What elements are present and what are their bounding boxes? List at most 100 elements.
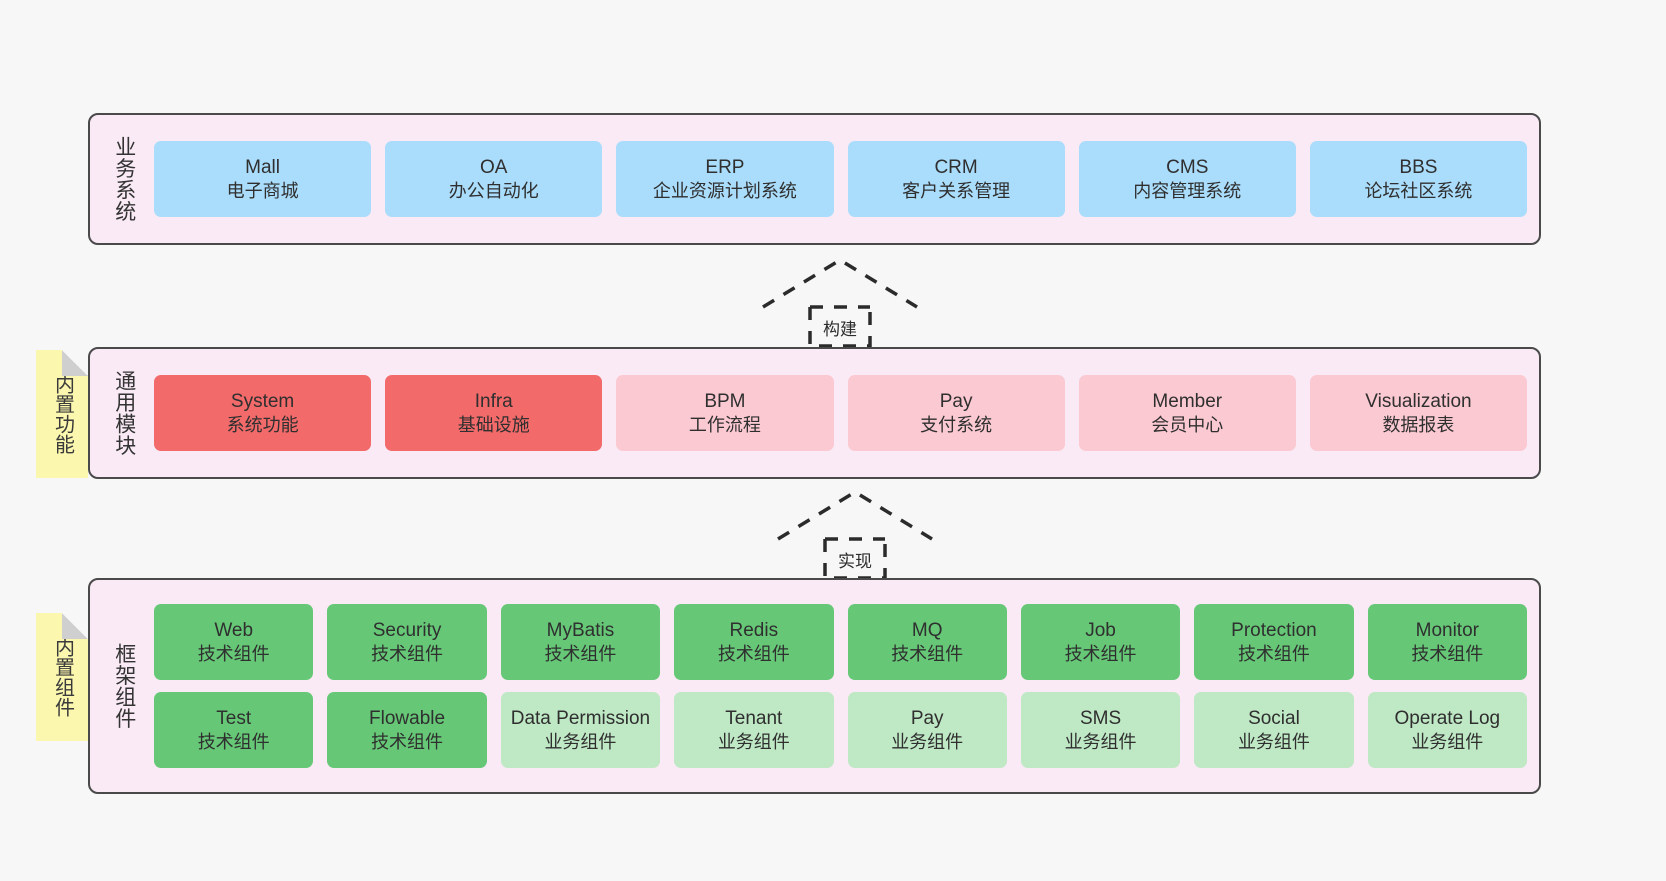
card-test[interactable]: Test 技术组件 (154, 692, 314, 768)
layer-body-modules: System 系统功能 Infra 基础设施 BPM 工作流程 Pay 支付系统… (146, 359, 1528, 467)
card-title: Security (372, 619, 442, 641)
card-subtitle: 电子商城 (226, 180, 299, 201)
sticky-note-label: 内置功能 (51, 374, 74, 454)
card-title: Member (1152, 390, 1223, 412)
card-erp[interactable]: ERP 企业资源计划系统 (616, 141, 834, 217)
card-subtitle: 业务组件 (1064, 731, 1137, 752)
card-subtitle: 工作流程 (688, 414, 761, 435)
card-crm[interactable]: CRM 客户关系管理 (847, 141, 1065, 217)
layer-framework-components: 框架组件 Web 技术组件 Security 技术组件 MyBatis 技术组件… (88, 578, 1541, 794)
card-mybatis[interactable]: MyBatis 技术组件 (500, 604, 661, 680)
sticky-note-builtin-features: 内置功能 (36, 350, 88, 478)
card-title: Redis (729, 619, 779, 641)
card-title: Monitor (1415, 619, 1479, 641)
business-systems-row: Mall 电子商城 OA 办公自动化 ERP 企业资源计划系统 CRM 客户关系… (154, 141, 1528, 217)
card-subtitle: 技术组件 (197, 643, 270, 664)
card-oa[interactable]: OA 办公自动化 (385, 141, 603, 217)
card-subtitle: 论坛社区系统 (1364, 180, 1473, 201)
card-title: CRM (934, 156, 978, 178)
layer-title-modules: 通用模块 (112, 370, 136, 456)
card-mq[interactable]: MQ 技术组件 (847, 604, 1007, 680)
card-subtitle: 业务组件 (1411, 731, 1484, 752)
card-title: Job (1085, 619, 1116, 641)
layer-title-business: 业务系统 (112, 136, 136, 222)
card-subtitle: 技术组件 (891, 643, 964, 664)
card-bpm[interactable]: BPM 工作流程 (616, 375, 834, 451)
card-subtitle: 企业资源计划系统 (652, 180, 797, 201)
card-infra[interactable]: Infra 基础设施 (385, 375, 603, 451)
card-title: Flowable (369, 707, 446, 729)
card-subtitle: 办公自动化 (448, 180, 539, 201)
layer-body-framework: Web 技术组件 Security 技术组件 MyBatis 技术组件 Redi… (146, 590, 1527, 782)
card-title: Operate Log (1394, 707, 1501, 729)
card-subtitle: 技术组件 (717, 643, 790, 664)
card-tenant[interactable]: Tenant 业务组件 (674, 692, 834, 768)
card-subtitle: 业务组件 (891, 731, 964, 752)
card-subtitle: 客户关系管理 (902, 180, 1011, 201)
card-mall[interactable]: Mall 电子商城 (154, 141, 372, 217)
card-system[interactable]: System 系统功能 (154, 375, 372, 451)
card-subtitle: 内容管理系统 (1133, 180, 1242, 201)
card-title: Web (214, 619, 254, 641)
common-modules-row: System 系统功能 Infra 基础设施 BPM 工作流程 Pay 支付系统… (154, 375, 1528, 451)
card-title: MQ (911, 619, 943, 641)
card-title: Test (216, 707, 252, 729)
connector-build: 构建 (755, 252, 925, 348)
card-subtitle: 技术组件 (371, 731, 444, 752)
card-subtitle: 技术组件 (1237, 643, 1310, 664)
layer-body-business: Mall 电子商城 OA 办公自动化 ERP 企业资源计划系统 CRM 客户关系… (146, 125, 1528, 233)
sticky-note-builtin-components: 内置组件 (36, 613, 88, 741)
card-cms[interactable]: CMS 内容管理系统 (1078, 141, 1296, 217)
connector-implement: 实现 (770, 484, 940, 580)
card-visualization[interactable]: Visualization 数据报表 (1309, 375, 1528, 451)
connector-build-label: 构建 (823, 320, 857, 339)
layer-common-modules: 通用模块 System 系统功能 Infra 基础设施 BPM 工作流程 Pay… (88, 347, 1541, 479)
card-web[interactable]: Web 技术组件 (154, 604, 314, 680)
card-title: Visualization (1365, 390, 1472, 412)
card-subtitle: 业务组件 (1237, 731, 1310, 752)
card-data-permission[interactable]: Data Permission 业务组件 (500, 692, 661, 768)
card-operate-log[interactable]: Operate Log 业务组件 (1367, 692, 1527, 768)
card-subtitle: 业务组件 (717, 731, 790, 752)
card-title: Pay (910, 707, 944, 729)
card-title: SMS (1079, 707, 1122, 729)
card-title: ERP (705, 156, 745, 178)
card-title: BPM (704, 390, 746, 412)
card-subtitle: 业务组件 (544, 731, 617, 752)
card-title: System (230, 390, 295, 412)
card-subtitle: 会员中心 (1151, 414, 1224, 435)
card-member[interactable]: Member 会员中心 (1078, 375, 1296, 451)
card-protection[interactable]: Protection 技术组件 (1194, 604, 1354, 680)
card-social[interactable]: Social 业务组件 (1194, 692, 1354, 768)
card-pay-component[interactable]: Pay 业务组件 (847, 692, 1007, 768)
card-title: MyBatis (546, 619, 615, 641)
card-subtitle: 技术组件 (197, 731, 270, 752)
card-subtitle: 技术组件 (544, 643, 617, 664)
card-security[interactable]: Security 技术组件 (327, 604, 487, 680)
card-pay-module[interactable]: Pay 支付系统 (847, 375, 1065, 451)
card-subtitle: 技术组件 (1064, 643, 1137, 664)
card-subtitle: 数据报表 (1382, 414, 1455, 435)
card-bbs[interactable]: BBS 论坛社区系统 (1309, 141, 1528, 217)
connector-implement-label: 实现 (838, 552, 872, 571)
card-subtitle: 技术组件 (1411, 643, 1484, 664)
card-title: Tenant (725, 707, 783, 729)
card-subtitle: 系统功能 (226, 414, 299, 435)
framework-business-components-row: Test 技术组件 Flowable 技术组件 Data Permission … (154, 692, 1527, 768)
card-monitor[interactable]: Monitor 技术组件 (1367, 604, 1527, 680)
generalization-arrow-icon (777, 489, 933, 580)
card-title: Protection (1231, 619, 1317, 641)
card-redis[interactable]: Redis 技术组件 (674, 604, 834, 680)
card-title: BBS (1399, 156, 1438, 178)
card-subtitle: 基础设施 (457, 414, 530, 435)
framework-tech-components-row: Web 技术组件 Security 技术组件 MyBatis 技术组件 Redi… (154, 604, 1527, 680)
card-sms[interactable]: SMS 业务组件 (1020, 692, 1181, 768)
generalization-arrow-icon (762, 257, 918, 348)
card-title: Mall (245, 156, 280, 178)
layer-title-framework: 框架组件 (112, 643, 136, 729)
card-flowable[interactable]: Flowable 技术组件 (327, 692, 487, 768)
card-title: Data Permission (510, 707, 651, 729)
card-title: Pay (939, 390, 973, 412)
card-title: Infra (474, 390, 513, 412)
card-job[interactable]: Job 技术组件 (1020, 604, 1181, 680)
